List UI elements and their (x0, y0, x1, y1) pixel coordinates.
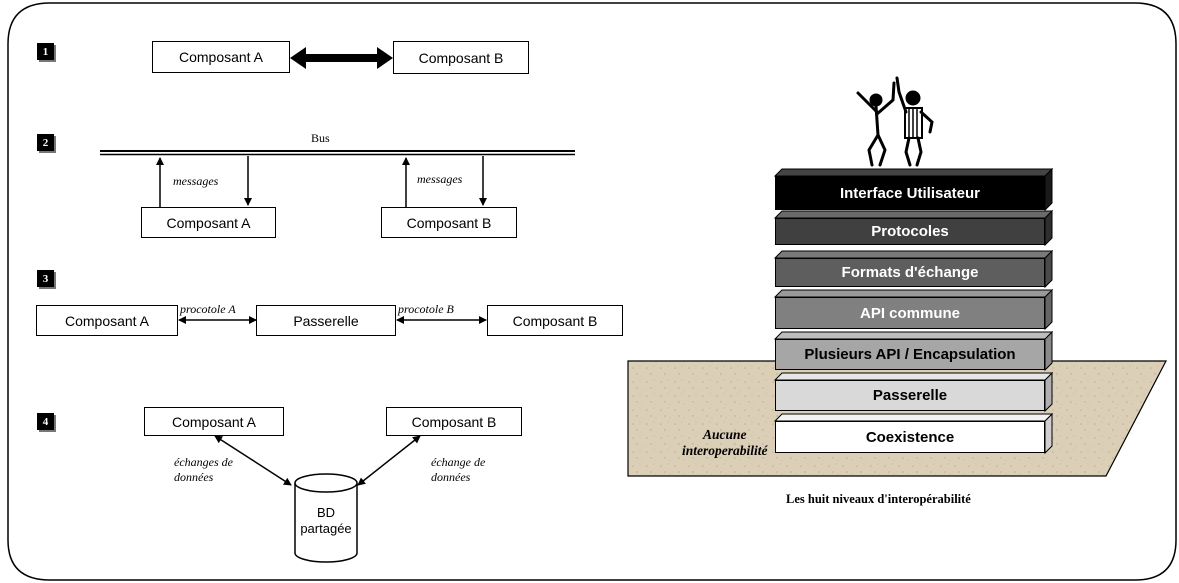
exchange-label-a: échanges de données (174, 455, 233, 485)
stack-layer: Protocoles (775, 218, 1045, 245)
outer-frame (7, 2, 1177, 581)
database-label-line1: BD (316, 505, 336, 520)
exchange-label-a-line1: échanges de (174, 455, 233, 469)
exchange-arrow-b (357, 435, 421, 486)
stack-layer: Coexistence (775, 421, 1045, 453)
s3-component-a: Composant A (36, 305, 178, 336)
s4-component-a: Composant A (144, 407, 284, 436)
s1-component-a: Composant A (152, 41, 290, 73)
s3-component-b: Composant B (487, 305, 623, 336)
messages-label-b: messages (417, 172, 463, 186)
stack-layer: Interface Utilisateur (775, 176, 1045, 210)
stack-caption: Les huit niveaux d'interopérabilité (786, 492, 971, 506)
stack-layer: API commune (775, 297, 1045, 329)
exchange-label-b: échange de données (431, 455, 485, 485)
exchange-label-b-line1: échange de (431, 455, 486, 469)
no-interoperability-line1: Aucune (702, 427, 747, 442)
bus-label: Bus (311, 131, 330, 145)
people-icon (856, 76, 934, 167)
stack-layer: Plusieurs API / Encapsulation (775, 339, 1045, 370)
exchange-label-a-line2: données (174, 470, 214, 484)
s2-component-a: Composant A (141, 207, 276, 238)
s1-component-b: Composant B (393, 41, 529, 74)
database-label: BD partagée (295, 505, 357, 537)
database-label-line2: partagée (300, 521, 352, 536)
messages-label-a: messages (173, 174, 219, 188)
double-arrow-icon (290, 47, 393, 69)
s3-gateway: Passerelle (256, 305, 396, 336)
scenario-4-number: 4 (37, 413, 54, 430)
protocol-b-label: procotole B (398, 302, 454, 316)
exchange-label-b-line2: données (431, 470, 471, 484)
stack-layer: Passerelle (775, 380, 1045, 411)
scenario-1-number: 1 (37, 43, 54, 60)
database-icon (294, 473, 358, 563)
scenario-2-number: 2 (37, 134, 54, 151)
scenario-3-number: 3 (37, 270, 54, 287)
protocol-a-label: procotole A (180, 302, 236, 316)
no-interoperability-line2: interoperabilité (682, 443, 768, 458)
stack-layer: Formats d'échange (775, 258, 1045, 287)
no-interoperability-label: Aucune interoperabilité (682, 427, 768, 459)
s2-component-b: Composant B (381, 207, 517, 238)
s4-component-b: Composant B (386, 407, 522, 436)
exchange-arrow-a (214, 435, 292, 486)
